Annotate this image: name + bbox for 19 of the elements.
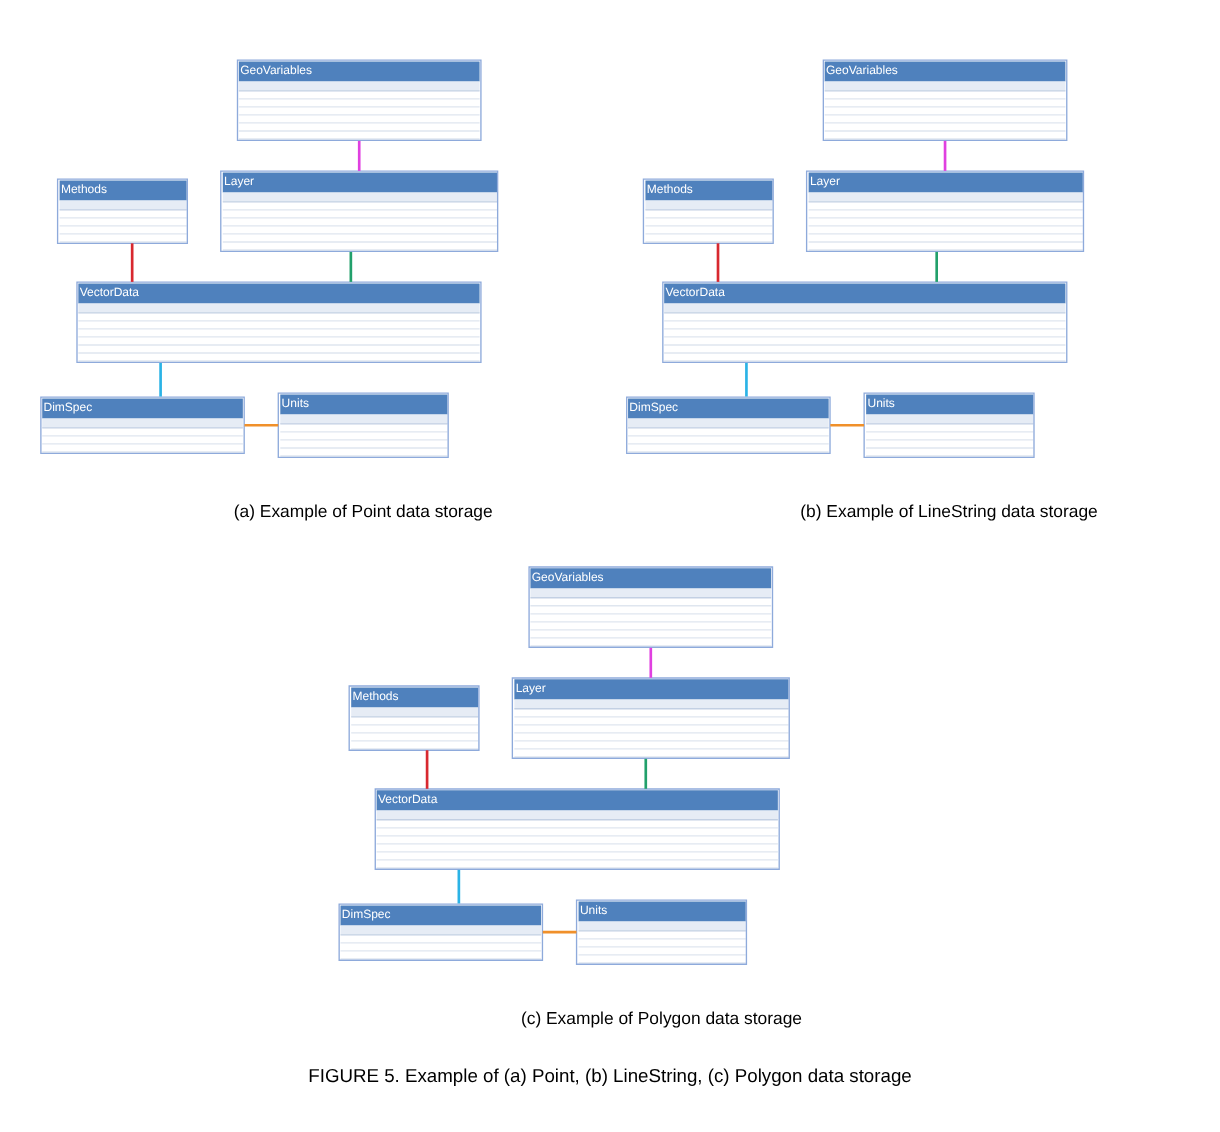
connector: [716, 242, 720, 281]
connector: [649, 646, 653, 677]
label: (b) Example of LineString data storage: [800, 499, 1098, 520]
label: (c) Example of Polygon data storage: [520, 1006, 803, 1027]
caption: FIGURE 5. Example of (a) Point, (b) LineString, (c) Polygon data storage: [308, 1065, 912, 1086]
connector: [943, 139, 947, 170]
connector: [159, 361, 162, 396]
label: (a) Example of Point data storage: [233, 499, 493, 520]
connector: [457, 868, 461, 903]
connector: [425, 749, 429, 788]
connector: [357, 139, 361, 170]
connector: [830, 422, 865, 426]
connector: [745, 361, 748, 396]
connector: [935, 250, 939, 281]
connector: [644, 757, 648, 788]
connector: [244, 422, 279, 426]
connector: [542, 929, 577, 933]
connector: [130, 242, 134, 281]
connector: [349, 250, 353, 281]
